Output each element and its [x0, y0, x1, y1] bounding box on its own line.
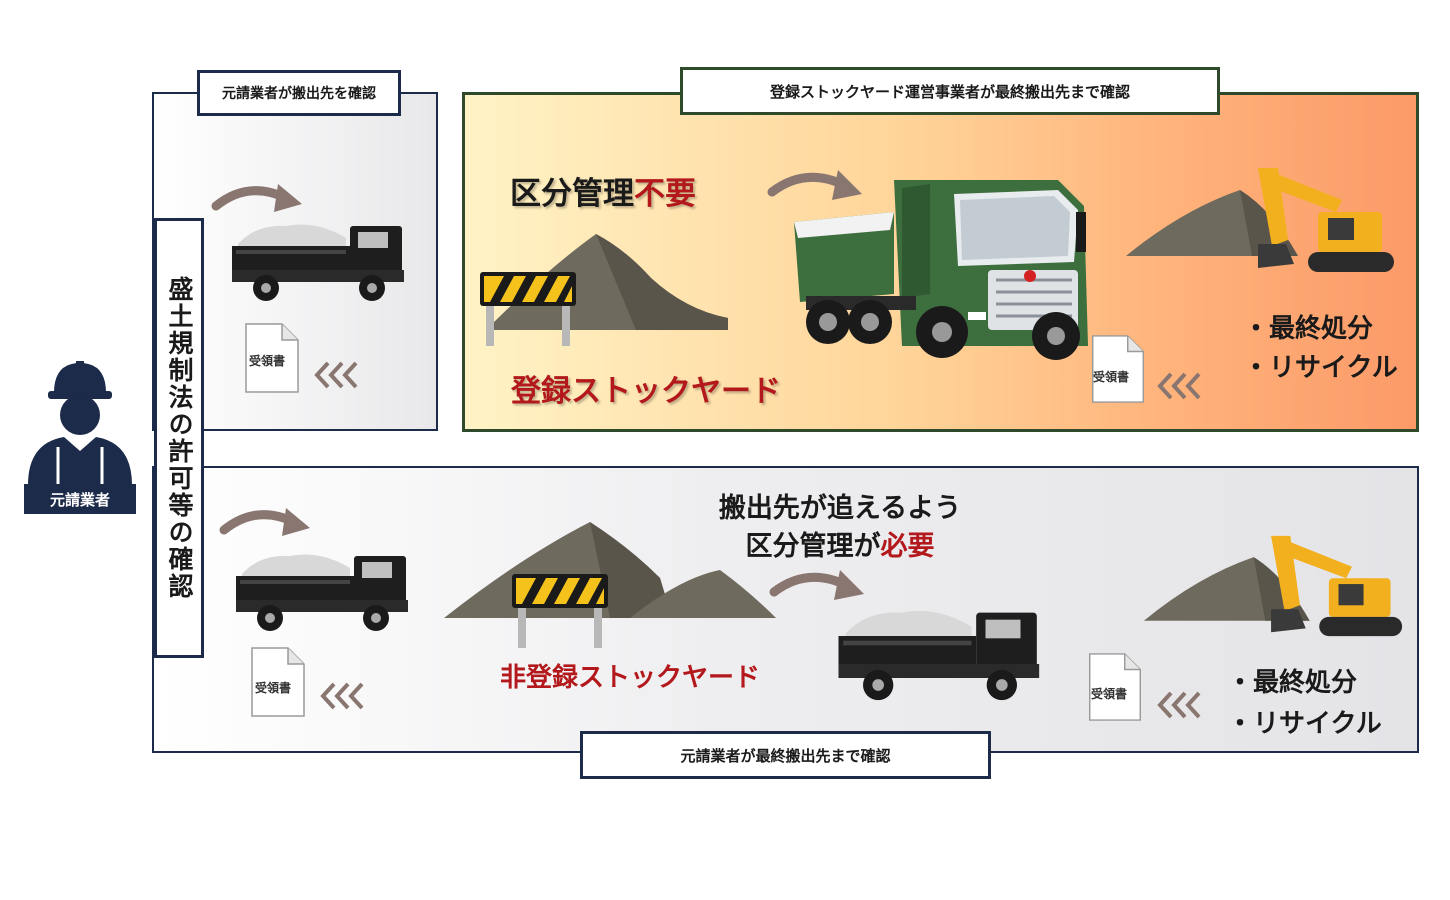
worker-icon [28, 361, 132, 485]
final-disposal-text: ・最終処分 [1243, 314, 1374, 344]
chevrons-left-icon [1157, 372, 1201, 400]
receipt-document-icon [251, 647, 305, 717]
green-dump-truck-icon [794, 180, 1088, 360]
receipt-document-icon [1088, 653, 1142, 721]
permit-check-text: 盛土規制法の許可等の確認 [165, 276, 194, 600]
worker-label: 元請業者 [24, 484, 136, 514]
curved-arrow-icon [769, 570, 864, 600]
sorting-not-required-text: 区分管理不要 [510, 168, 696, 213]
receipt-label: 受領書 [1093, 370, 1130, 384]
curved-arrow-icon [211, 184, 302, 212]
excavator-icon [1143, 535, 1403, 637]
dump-truck-icon [236, 554, 408, 631]
recycle-text: ・リサイクル [1227, 709, 1382, 739]
headline-not-required: 不要 [634, 176, 696, 212]
worker-figure [24, 355, 136, 485]
chevrons-left-icon [320, 682, 364, 710]
recycle-text: ・リサイクル [1243, 353, 1398, 383]
excavator-icon [1126, 168, 1394, 272]
receipt-label: 受領書 [249, 354, 286, 368]
registered-yard-label: 登録ストックヤード運営事業者が最終搬出先まで確認 [680, 67, 1220, 115]
permit-check-label: 盛土規制法の許可等の確認 [154, 218, 204, 658]
curved-arrow-icon [767, 170, 862, 200]
chevrons-left-icon [1157, 691, 1201, 719]
dump-truck-icon [838, 610, 1040, 701]
chevrons-left-icon [314, 361, 358, 389]
barrier-icon [480, 272, 576, 346]
headline-line-2: 区分管理が必要 [690, 528, 990, 566]
dump-truck-icon [232, 224, 404, 301]
curved-arrow-icon [219, 508, 310, 536]
dirt-mound-icon [444, 522, 776, 618]
headline-required: 必要 [880, 531, 935, 562]
unregistered-yard-label: 元請業者が最終搬出先まで確認 [580, 731, 991, 779]
receipt-label: 受領書 [1091, 687, 1128, 701]
headline-management: 区分管理 [510, 176, 634, 212]
left-panel-label: 元請業者が搬出先を確認 [197, 70, 401, 116]
headline-management: 区分管理が [745, 531, 881, 562]
sorting-required-text: 搬出先が追えるよう 区分管理が必要 [690, 490, 990, 566]
receipt-label: 受領書 [255, 681, 292, 695]
headline-line-1: 搬出先が追えるよう [718, 493, 962, 524]
barrier-icon [512, 574, 608, 648]
registered-yard-name: 登録ストックヤード [511, 374, 781, 409]
receipt-document-icon [1091, 335, 1145, 403]
unregistered-yard-name: 非登録ストックヤード [500, 663, 761, 693]
receipt-document-icon [245, 323, 299, 393]
final-disposal-text: ・最終処分 [1227, 668, 1358, 698]
